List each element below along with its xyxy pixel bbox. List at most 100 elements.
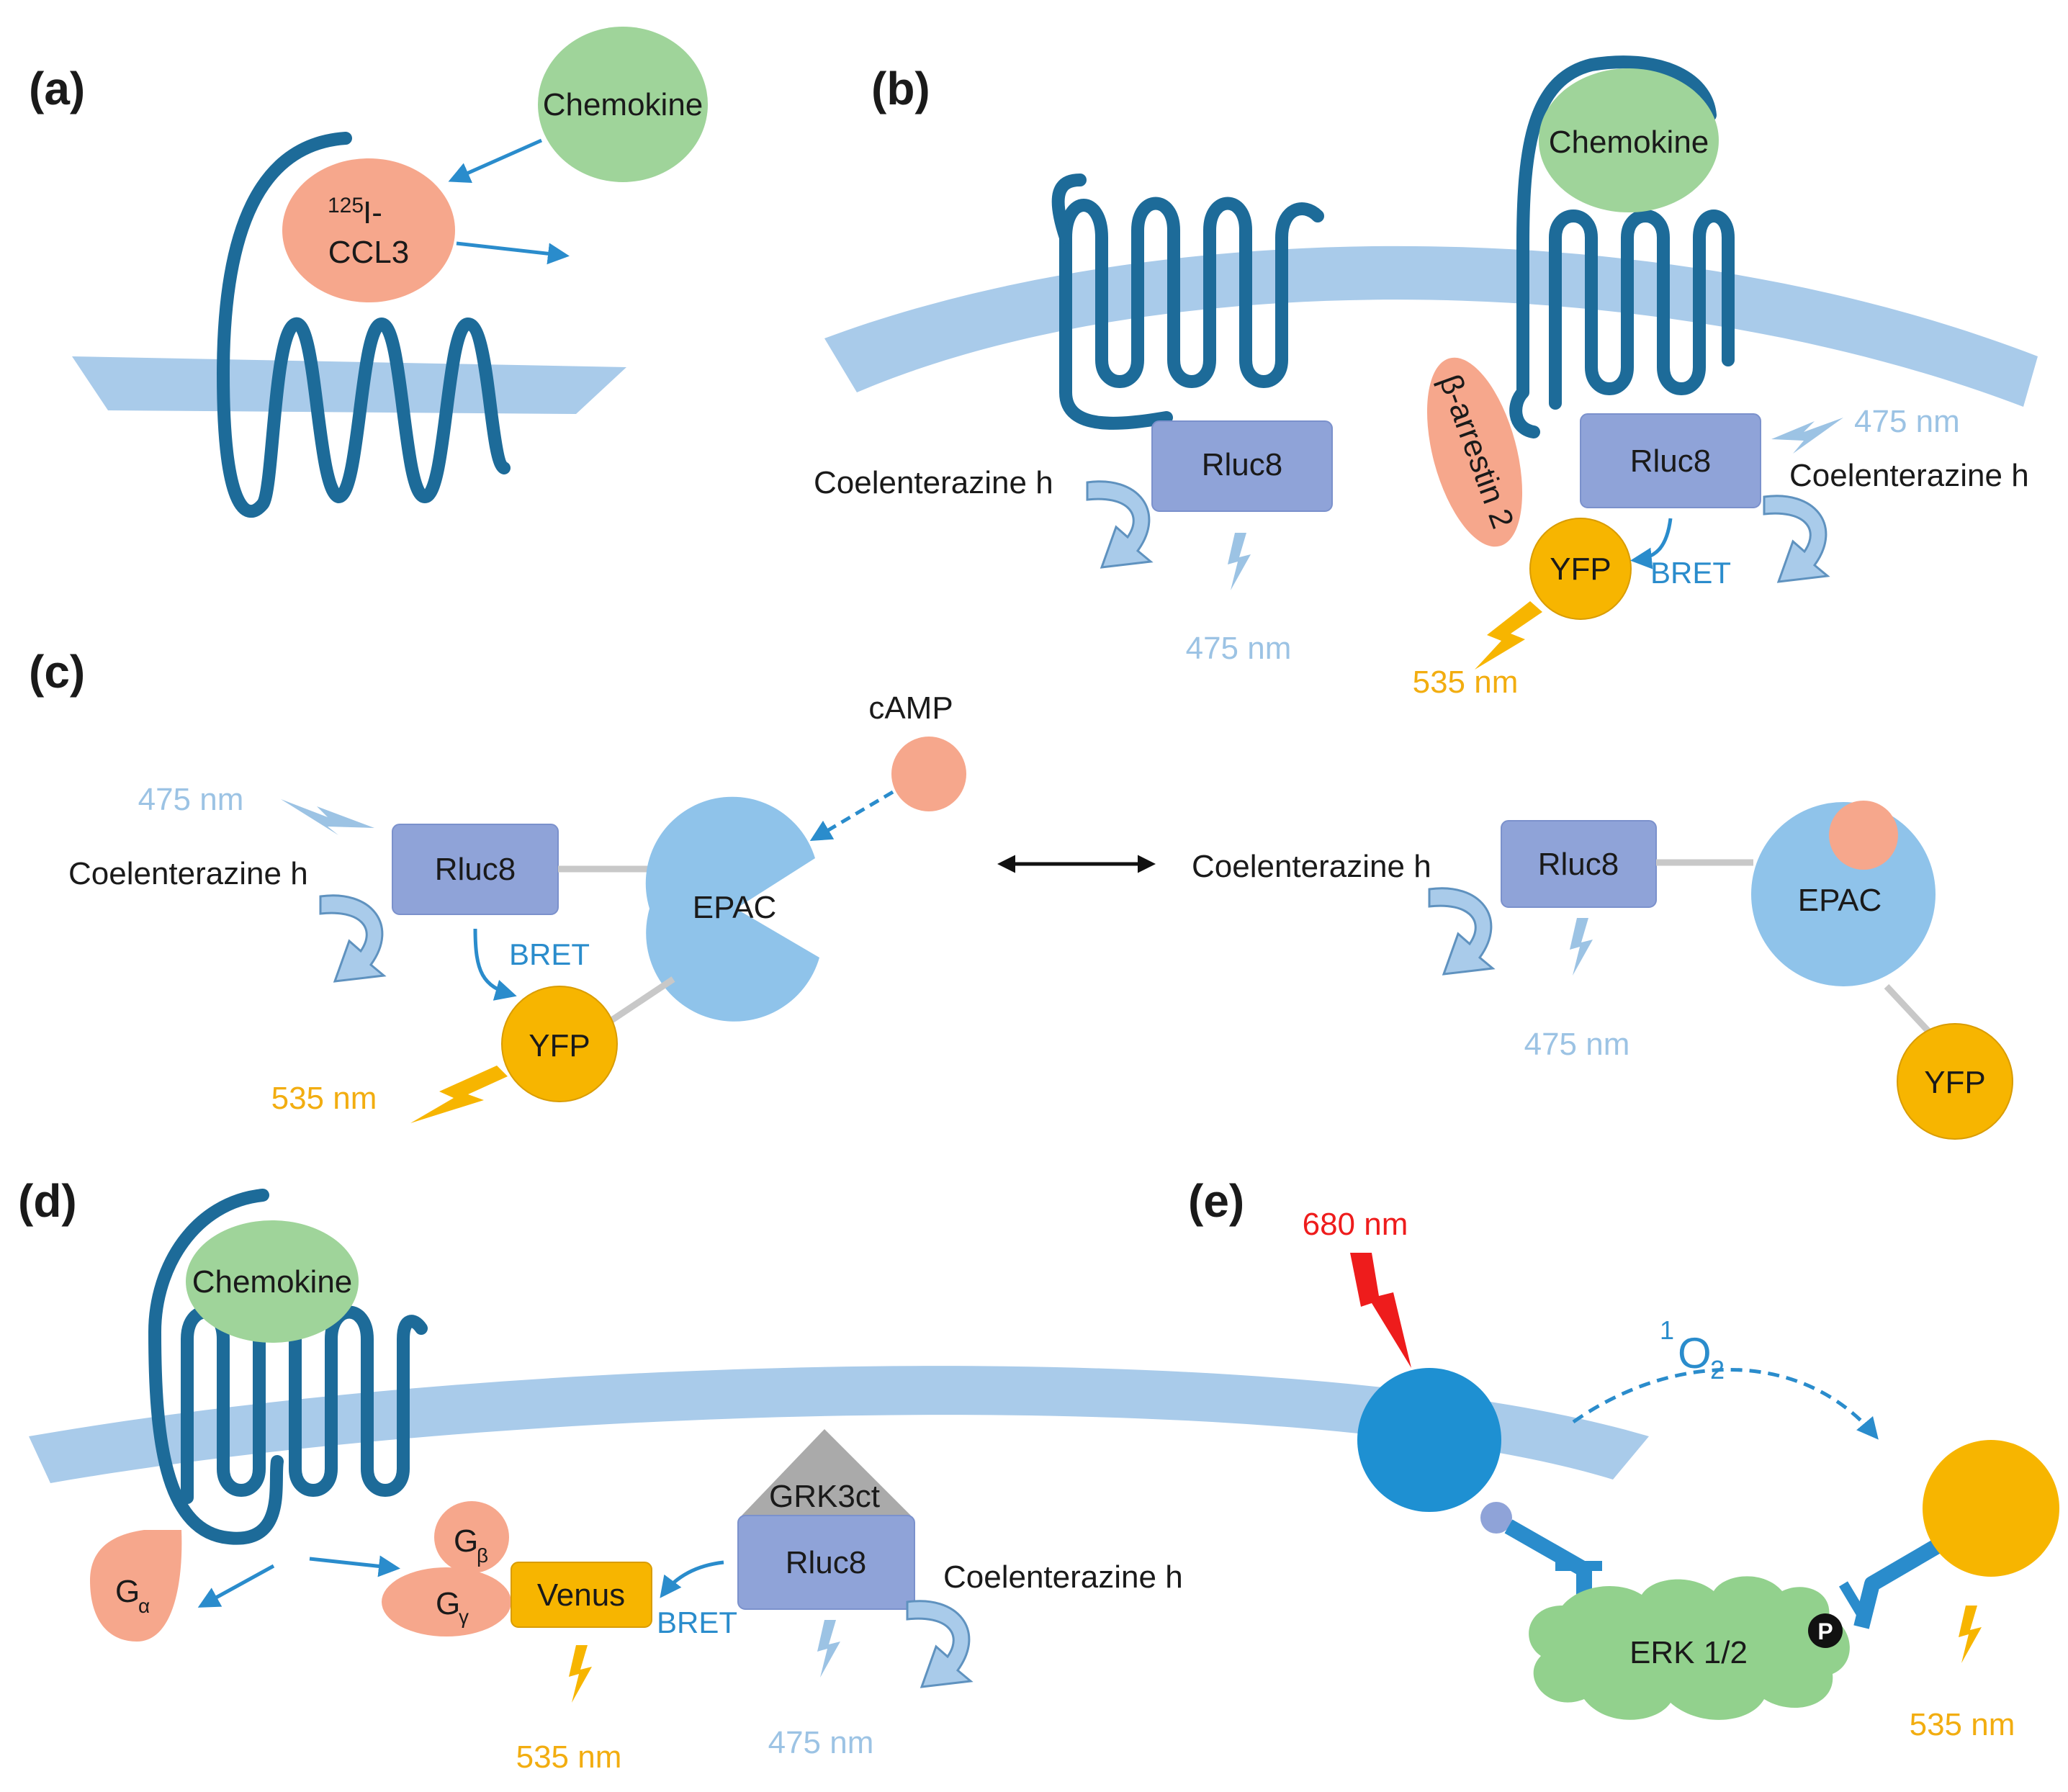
panel-d-g-beta-sub: β [477,1544,488,1567]
panel-a-displace-arrow [448,138,543,183]
panel-b-chemokine [1539,68,1719,212]
panel-a: (a) Chemokine 125 I- CCL3 [29,27,708,518]
panel-c-camp-bound [1829,801,1898,870]
panel-e: (e) 680 nm O 1 2 ERK 1/2 P 535 nm [1188,1175,2059,1742]
panel-b-emission-yfp: 535 nm [1413,665,1519,700]
curved-arrow-icon [1763,495,1829,583]
panel-b-receptor-right [1509,55,1717,438]
panel-c-yfp-right-label: YFP [1924,1065,1986,1100]
panel-a-chemokine [538,27,708,182]
panel-b-receptor-left [1059,197,1324,430]
panel-e-acceptor-bead [1923,1440,2059,1577]
panel-d-g-alpha-arrow [197,1564,275,1608]
panel-a-release-arrow [456,241,570,265]
lightning-bolt-icon [410,1066,508,1123]
panel-d-rluc-label: Rluc8 [786,1545,867,1580]
panel-d-g-beta [434,1501,509,1573]
lightning-bolt-icon [281,799,374,835]
curved-arrow-icon [1086,480,1152,569]
panel-c-bret-label: BRET [509,937,590,971]
panel-b-emission-right: 475 nm [1854,404,1960,439]
lightning-bolt-icon [1475,601,1542,670]
panel-a-radioligand-sup: 125 [328,194,364,217]
panel-d-chemokine [186,1220,359,1343]
panel-e-singlet-main: O [1678,1329,1712,1377]
panel-e-phospho [1808,1613,1843,1648]
panel-d-grk3ct-label: GRK3ct [769,1479,880,1514]
panel-a-chemokine-label: Chemokine [543,87,703,122]
panel-d-receptor [148,1189,284,1545]
panel-c-epac-left [645,796,819,1022]
panel-a-label: (a) [29,63,85,114]
lightning-bolt-icon [1771,418,1843,454]
panel-e-phospho-label: P [1817,1618,1833,1644]
panel-d-bret-label: BRET [657,1606,737,1639]
panel-d-rluc [737,1515,915,1610]
panel-d-venus-label: Venus [537,1577,625,1613]
panel-c-epac-left-label: EPAC [693,890,777,925]
panel-a-receptor [217,132,511,518]
panel-e-emission: 535 nm [1910,1707,2015,1742]
panel-d: (d) Chemokine G α G β G γ Venus 535 nm B… [18,1175,1649,1775]
lightning-bolt-icon [1570,918,1593,976]
panel-c-label: (c) [29,646,85,698]
panel-a-radioligand [282,158,455,302]
panel-b-receptor-right-loops [1549,210,1735,410]
panel-b-rluc-right [1580,413,1761,508]
panel-a-radioligand-line1: I- [363,195,382,230]
panel-d-grk3ct [742,1429,911,1516]
panel-c-epac-right-label: EPAC [1798,883,1882,918]
panel-d-receptor-loops [181,1305,428,1504]
panel-b-rluc-right-label: Rluc8 [1630,444,1712,479]
lightning-bolt-icon [1959,1606,1982,1663]
panel-d-venus [511,1562,652,1628]
panel-b-emission-left: 475 nm [1186,631,1292,666]
panel-c-yfp-left [501,986,618,1102]
panel-c-bret-arrow [473,928,517,1001]
panel-a-membrane [72,356,626,414]
panel-c-camp [891,737,966,811]
panel-d-g-beta-label: G [454,1523,478,1559]
curved-arrow-icon [1428,887,1494,976]
panel-d-g-alpha-label: G [115,1574,140,1609]
panel-e-singlet-sup: 1 [1660,1315,1674,1345]
panel-d-g-gamma [382,1567,511,1636]
panel-d-g-alpha [90,1530,182,1642]
panel-e-excitation: 680 nm [1303,1207,1408,1242]
panel-c: (c) cAMP 475 nm Coelenterazine h Rluc8 E… [29,646,2013,1140]
panel-c-rluc-left-label: Rluc8 [435,852,516,887]
panel-b-rluc-left-label: Rluc8 [1202,447,1283,482]
panel-e-donor-bead [1357,1368,1501,1512]
panel-d-emission-venus: 535 nm [516,1739,622,1775]
panel-a-radioligand-line2: CCL3 [328,235,410,270]
panel-b-substrate-right: Coelenterazine h [1789,458,2029,493]
panel-c-yfp-right [1897,1023,2013,1140]
panel-d-label: (d) [18,1175,77,1227]
panel-e-antibody-right-arm [1838,1581,1870,1623]
panel-b-substrate-left: Coelenterazine h [814,465,1053,500]
panel-e-donor-linker [1480,1502,1512,1534]
panel-b-rluc-left [1151,420,1333,512]
panel-d-bret-arrow [660,1560,724,1598]
panel-c-substrate-right: Coelenterazine h [1192,849,1431,884]
panel-b-label: (b) [871,63,930,114]
lightning-bolt-icon [569,1645,592,1703]
panel-e-label: (e) [1188,1175,1244,1227]
panel-c-yfp-left-label: YFP [529,1028,590,1063]
panel-e-singlet-oxygen-arrow [1572,1367,1879,1440]
curved-arrow-icon [906,1600,972,1688]
panel-b-chemokine-label: Chemokine [1549,125,1709,160]
panel-d-membrane [29,1366,1649,1483]
panel-b: (b) Chemokine Rluc8 Coelenterazine h 475… [814,55,2038,700]
panel-d-chemokine-label: Chemokine [192,1264,353,1300]
lightning-bolt-icon [1228,533,1251,590]
panel-b-bret-label: BRET [1650,556,1731,590]
panel-d-g-beta-gamma-arrow [309,1555,400,1577]
panel-b-arrestin [1426,357,1523,547]
panel-d-g-alpha-sub: α [138,1595,150,1617]
panel-e-erk [1529,1576,1850,1720]
panel-b-yfp-label: YFP [1550,551,1611,587]
panel-d-emission-rluc: 475 nm [768,1725,874,1760]
panel-c-camp-arrow [809,790,894,842]
